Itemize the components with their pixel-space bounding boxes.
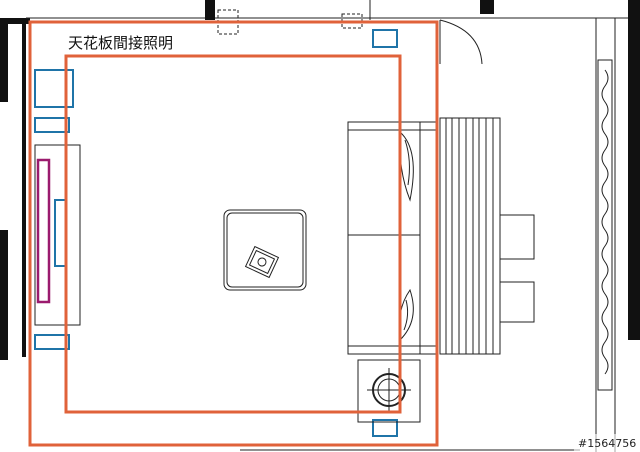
sofa-base [347, 121, 437, 355]
ceiling-lighting-label: 天花板間接照明 [68, 34, 173, 52]
lighting-inner-outline [64, 54, 402, 414]
curtain [597, 59, 613, 391]
curtain-frame [597, 59, 613, 391]
watermark-bg [574, 434, 640, 452]
cushion-bottom-2 [403, 299, 409, 331]
watermark: #1564756 [578, 437, 636, 450]
door-swing-arc [439, 19, 483, 65]
lighting-outer-outline [28, 20, 439, 447]
ceiling-lighting [28, 20, 439, 447]
lamp-base [357, 359, 421, 423]
cushion-top-1 [399, 130, 414, 202]
wall-right-column [628, 0, 640, 340]
coffee-table [223, 209, 307, 291]
tv-cabinet [34, 144, 81, 326]
curtain-wave [601, 69, 609, 375]
fixture-top-left-large [34, 69, 74, 108]
sofa [347, 121, 437, 355]
wall-left-upper [0, 22, 8, 102]
coffee-table-inner [226, 212, 304, 288]
fixtures [34, 29, 398, 437]
coffee-table-top [223, 209, 307, 291]
side-table-lower [499, 281, 535, 323]
doors [217, 0, 483, 65]
table-decor [244, 245, 280, 279]
tv-unit [36, 158, 51, 304]
wall-left-lower [0, 230, 8, 360]
rug-stripes [445, 118, 494, 354]
side-tables [499, 214, 535, 323]
striped-rug [439, 117, 501, 355]
cushion-top-2 [404, 139, 410, 186]
wall-top-right [480, 0, 494, 14]
fixture-top-right [372, 29, 398, 48]
fixture-bottom-right [372, 419, 398, 437]
fixture-left-small-2 [34, 334, 70, 350]
side-table-upper [499, 214, 535, 260]
tv-cabinet-body [34, 144, 81, 326]
speaker-side [54, 199, 67, 267]
wall-left-inner [22, 22, 26, 357]
wall-top-left [0, 18, 30, 24]
fixture-left-small-1 [34, 117, 70, 133]
rug-outline [439, 117, 501, 355]
wall-top-block [205, 0, 215, 20]
